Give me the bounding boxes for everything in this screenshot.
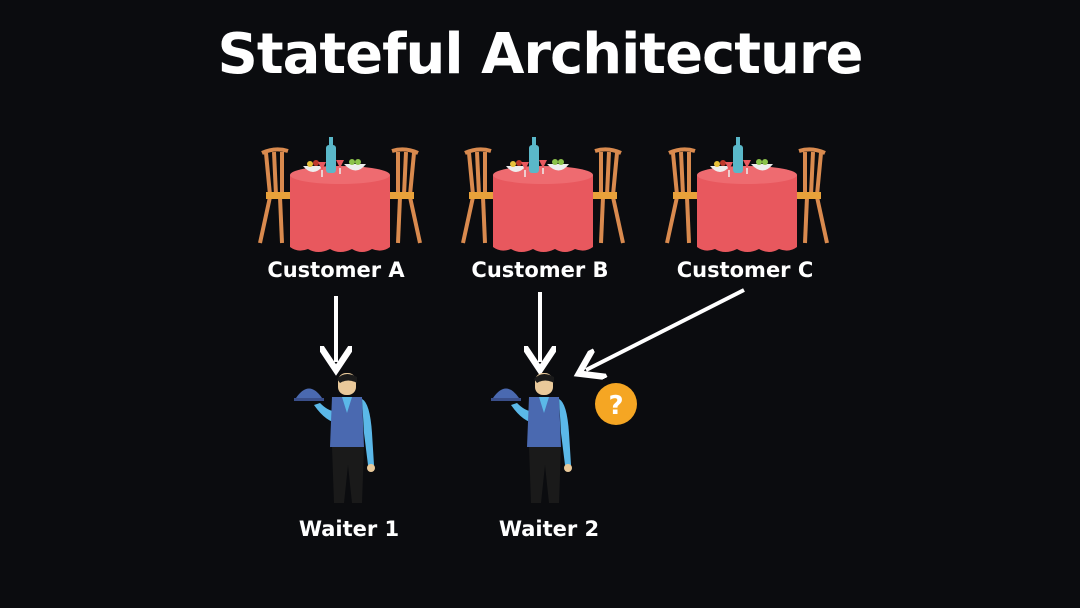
waiter-2-figure: [491, 373, 572, 503]
page-title: Stateful Architecture: [217, 22, 864, 87]
waiter-1-figure: [294, 373, 375, 503]
customer-c-label: Customer C: [676, 258, 814, 282]
question-icon: ?: [595, 383, 637, 425]
customer-a-label: Customer A: [267, 258, 405, 282]
question-mark: ?: [608, 391, 623, 421]
waiter-1-label: Waiter 1: [298, 517, 400, 541]
table-customer-c: [667, 137, 827, 252]
customer-b-label: Customer B: [471, 258, 609, 282]
table-customer-b: [463, 137, 623, 252]
table-customer-a: [260, 137, 420, 252]
waiter-2-label: Waiter 2: [498, 517, 600, 541]
arrow-c-to-waiter-2: [586, 288, 745, 370]
